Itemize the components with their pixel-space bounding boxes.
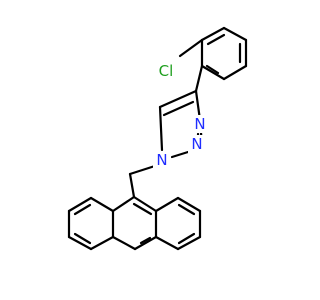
bond	[205, 64, 220, 75]
nitrogen-atom-label-n2: N	[191, 135, 202, 153]
atom-label-layer: Cl N N N	[151, 62, 208, 169]
nitrogen-atom-label-n3: N	[194, 115, 205, 133]
bond	[200, 26, 226, 42]
bond	[194, 64, 204, 93]
nitrogen-atom-label-n1: N	[156, 151, 167, 169]
bond	[162, 100, 195, 117]
chlorine-atom-label: Cl	[159, 62, 174, 80]
bond	[67, 196, 93, 213]
bond	[111, 195, 136, 213]
bond	[177, 232, 196, 245]
bond	[89, 196, 115, 213]
bond	[170, 150, 190, 159]
bond	[178, 38, 204, 58]
bond	[177, 203, 196, 216]
bond	[132, 195, 158, 213]
bond-layer	[67, 26, 248, 251]
bond	[158, 89, 198, 109]
bond	[200, 64, 226, 81]
bond	[111, 235, 137, 251]
bond	[154, 235, 180, 251]
bond	[154, 196, 180, 213]
molecule-drawing: Cl N N N	[67, 26, 248, 251]
bond	[133, 235, 158, 251]
bond	[176, 235, 202, 251]
bond	[222, 64, 248, 81]
bond	[73, 232, 92, 245]
bond	[73, 203, 92, 216]
bond	[158, 105, 164, 152]
bond	[176, 196, 202, 213]
bond	[132, 202, 153, 216]
bond	[222, 26, 248, 42]
bond	[89, 235, 115, 251]
bond	[67, 235, 93, 251]
bond	[206, 33, 226, 46]
structure-canvas: Cl N N N	[67, 26, 248, 251]
bond	[128, 172, 136, 199]
bond	[139, 236, 152, 245]
